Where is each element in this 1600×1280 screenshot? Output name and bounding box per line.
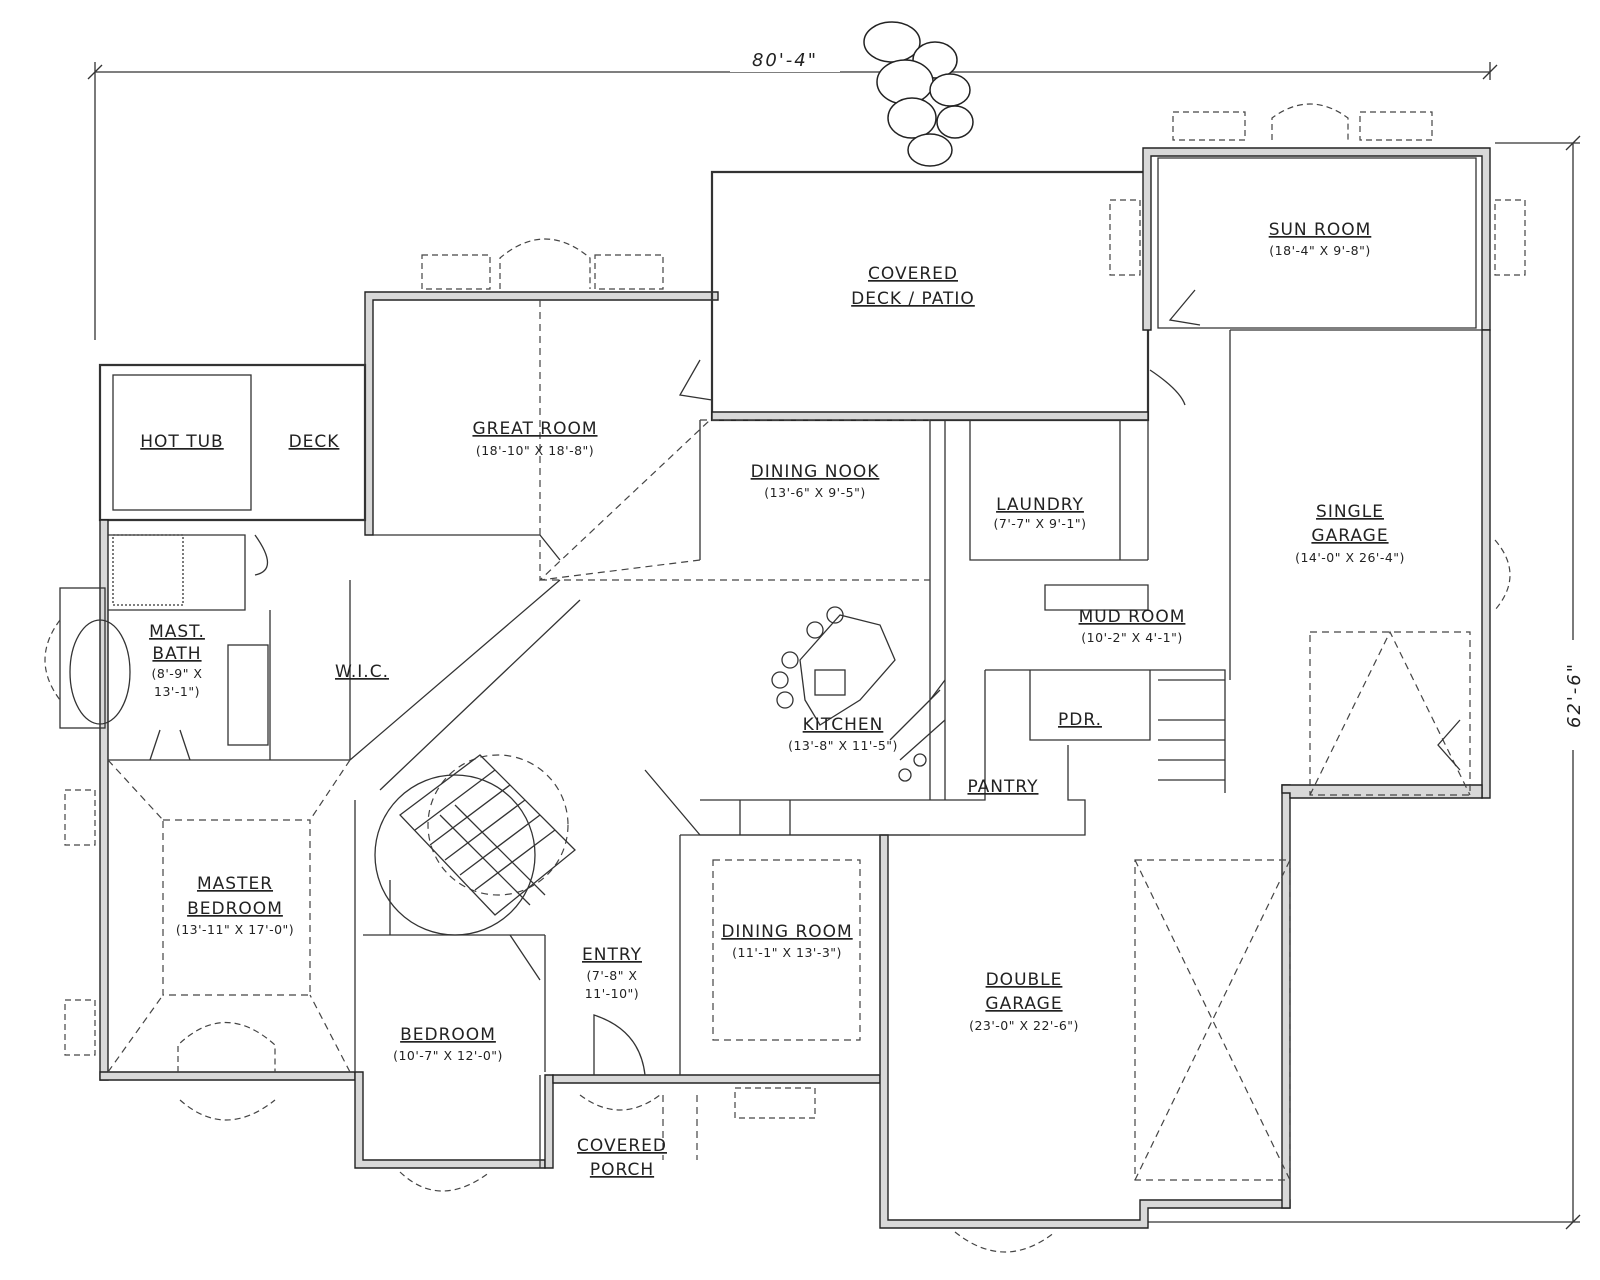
covered-deck-label-2: DECK / PATIO [851,289,975,309]
laundry-label: LAUNDRY [996,495,1084,515]
overall-depth-label: 62'-6" [1564,662,1585,728]
covered-porch-label-2: PORCH [590,1160,654,1180]
bedroom-dims: (10'-7" X 12'-0") [393,1048,503,1063]
mast-bath-label-2: BATH [152,644,201,664]
master-bedroom-label-1: MASTER [197,874,273,894]
dining-room-dims: (11'-1" X 13'-3") [732,945,842,960]
mast-bath-dims-2: 13'-1") [154,684,200,699]
overall-depth-dimension: 62'-6" [1140,135,1586,1230]
bedroom-label: BEDROOM [400,1025,496,1045]
single-garage-label-1: SINGLE [1316,502,1384,522]
doors [149,289,1461,1076]
kitchen-label: KITCHEN [803,715,884,735]
master-bedroom-label-2: BEDROOM [187,899,283,919]
kitchen-dims: (13'-8" X 11'-5") [788,738,898,753]
sun-room-label: SUN ROOM [1269,220,1372,240]
pantry-label: PANTRY [967,777,1038,797]
interior-walls [59,419,1226,1168]
staircase [374,754,576,936]
dining-nook-dims: (13'-6" X 9'-5") [764,485,865,500]
dining-room-label: DINING ROOM [721,922,852,942]
covered-deck-label-1: COVERED [868,264,958,284]
kitchen-island [644,606,946,836]
room-labels: HOT TUB DECK GREAT ROOM (18'-10" X 18'-8… [140,220,1405,1180]
mast-bath-dims-1: (8'-9" X [151,666,202,681]
double-garage-label-2: GARAGE [985,994,1062,1014]
mud-room-label: MUD ROOM [1079,607,1186,627]
overall-width-label: 80'-4" [752,50,818,71]
wic-label: W.I.C. [335,662,389,682]
exterior-walls [98,147,1491,1229]
mud-room-dims: (10'-2" X 4'-1") [1081,630,1182,645]
single-garage-label-2: GARAGE [1311,526,1388,546]
double-garage-dims: (23'-0" X 22'-6") [969,1018,1079,1033]
dining-nook-label: DINING NOOK [751,462,880,482]
ceiling-dashes [107,300,1471,1181]
entry-label: ENTRY [582,945,642,965]
master-bedroom-dims: (13'-11" X 17'-0") [176,922,294,937]
mast-bath-label-1: MAST. [149,622,205,642]
landscape-rocks [863,21,974,167]
double-garage-label-1: DOUBLE [986,970,1063,990]
windows [44,103,1526,1253]
great-room-label: GREAT ROOM [472,419,597,439]
covered-porch-label-1: COVERED [577,1136,667,1156]
entry-dims-2: 11'-10") [585,986,639,1001]
sun-room-dims: (18'-4" X 9'-8") [1269,243,1370,258]
single-garage-dims: (14'-0" X 26'-4") [1295,550,1405,565]
pdr-label: PDR. [1058,710,1102,730]
entry-dims-1: (7'-8" X [586,968,637,983]
hot-tub-label: HOT TUB [140,432,223,452]
laundry-dims: (7'-7" X 9'-1") [994,516,1087,531]
deck-label: DECK [289,432,340,452]
great-room-dims: (18'-10" X 18'-8") [476,443,594,458]
overall-width-dimension: 80'-4" [87,48,1498,340]
